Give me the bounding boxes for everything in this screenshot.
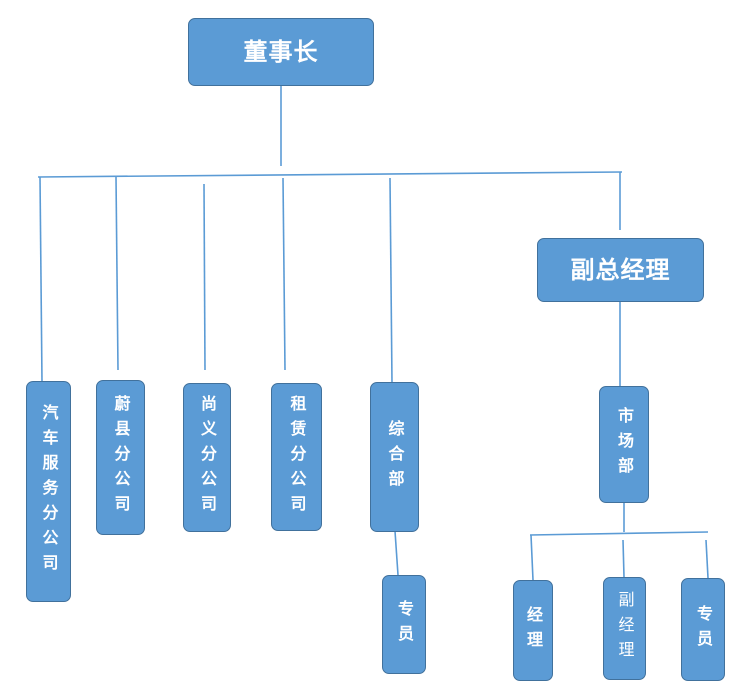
market-specialist-node: 专员: [681, 578, 725, 681]
deputy-gm-label: 副总经理: [570, 256, 671, 284]
auto-service-label: 汽车服务分公司: [39, 404, 59, 579]
leasing-node: 租赁分公司: [271, 383, 322, 531]
general-dept-label: 综合部: [385, 419, 405, 495]
connector-to-shangyi: [203, 183, 206, 371]
manager-node: 经理: [513, 580, 553, 681]
weixian-node: 蔚县分公司: [96, 380, 145, 535]
manager-label: 经理: [524, 605, 543, 656]
general-specialist-label: 专员: [395, 599, 414, 650]
general-dept-node: 综合部: [370, 382, 419, 532]
chairman-label: 董事长: [243, 38, 319, 66]
shangyi-node: 尚义分公司: [183, 383, 231, 532]
connector-to-auto-service: [39, 176, 43, 383]
connector-top-bus: [37, 171, 623, 178]
connector-to-weixian: [115, 176, 119, 371]
auto-service-node: 汽车服务分公司: [26, 381, 71, 602]
market-dept-node: 市场部: [599, 386, 649, 503]
connector-to-market-specialist: [705, 539, 709, 579]
vice-manager-label: 副经理: [615, 591, 635, 666]
market-dept-label: 市场部: [615, 407, 634, 482]
connector-to-vice-manager: [622, 539, 625, 578]
deputy-gm-node: 副总经理: [537, 238, 704, 302]
leasing-label: 租赁分公司: [287, 394, 307, 520]
connector-bottom-bus: [529, 531, 709, 536]
connector-to-general-dept: [389, 177, 393, 384]
connector-general-to-specialist: [394, 530, 399, 576]
general-specialist-node: 专员: [382, 575, 426, 674]
connector-to-manager: [530, 534, 534, 581]
connector-to-leasing: [282, 177, 286, 371]
chairman-node: 董事长: [188, 18, 374, 86]
shangyi-label: 尚义分公司: [198, 395, 217, 520]
weixian-label: 蔚县分公司: [111, 395, 131, 520]
vice-manager-node: 副经理: [603, 577, 646, 680]
market-specialist-label: 专员: [694, 604, 713, 655]
